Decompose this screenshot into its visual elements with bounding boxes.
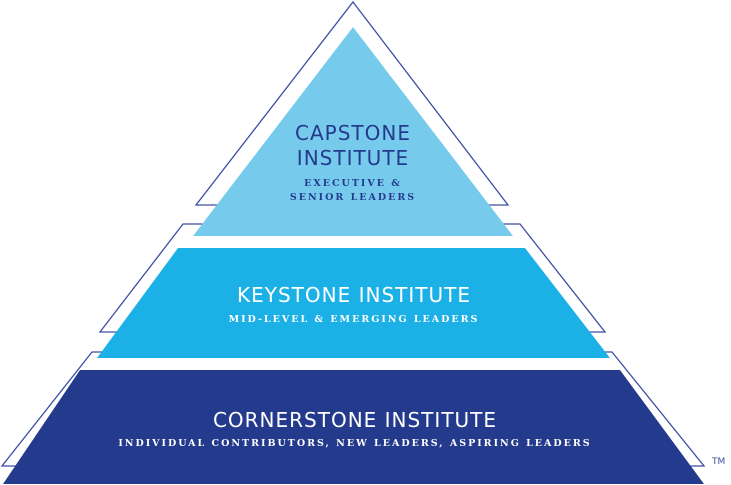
cornerstone-subtitle: INDIVIDUAL CONTRIBUTORS, NEW LEADERS, AS… [118, 438, 591, 449]
keystone-tier [97, 248, 610, 358]
trademark-symbol: TM [711, 457, 725, 467]
capstone-subtitle-line-2: SENIOR LEADERS [290, 192, 416, 203]
capstone-title-line-1: CAPSTONE [295, 121, 411, 145]
capstone-title-line-2: INSTITUTE [297, 146, 409, 170]
keystone-subtitle: MID-LEVEL & EMERGING LEADERS [229, 314, 480, 325]
cornerstone-tier [3, 370, 704, 484]
capstone-subtitle-line-1: EXECUTIVE & [304, 178, 402, 189]
cornerstone-title: CORNERSTONE INSTITUTE [213, 408, 497, 432]
keystone-title: KEYSTONE INSTITUTE [237, 283, 471, 307]
capstone-tier [193, 27, 513, 236]
